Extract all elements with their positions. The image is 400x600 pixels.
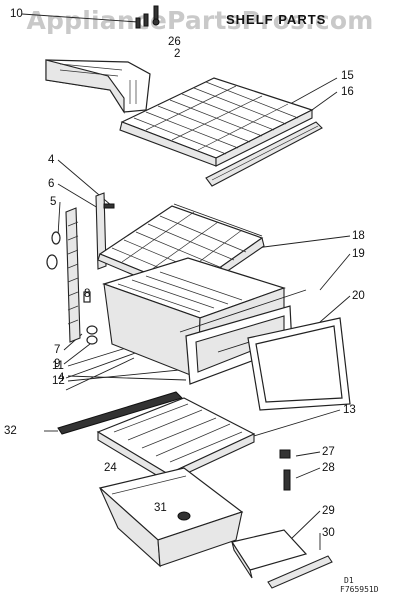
leader-lines bbox=[21, 13, 351, 550]
callout-19: 19 bbox=[352, 248, 365, 260]
callout-29: 29 bbox=[322, 505, 335, 517]
callout-24: 24 bbox=[104, 462, 117, 474]
gasket-strip bbox=[57, 391, 183, 435]
crisper-cover-panel bbox=[231, 529, 333, 589]
top-wire-shelf bbox=[119, 77, 314, 167]
callout-26: 26 bbox=[168, 36, 181, 48]
callout-18: 18 bbox=[352, 230, 365, 242]
callout-31: 31 bbox=[154, 502, 167, 514]
callout-27: 27 bbox=[322, 446, 335, 458]
callout-28: 28 bbox=[322, 462, 335, 474]
callout-10: 10 bbox=[10, 8, 23, 20]
callout-11: 11 bbox=[52, 360, 64, 372]
callout-16: 16 bbox=[341, 86, 354, 98]
callout-32: 32 bbox=[4, 425, 17, 437]
callout-15: 15 bbox=[341, 70, 354, 82]
trim-frame bbox=[247, 317, 351, 411]
lower-glass-shelf bbox=[96, 397, 256, 483]
callout-12: 12 bbox=[52, 375, 65, 387]
callout-4-bottom: 4 bbox=[58, 372, 65, 384]
bottom-storage-bin bbox=[98, 467, 244, 568]
callout-13: 13 bbox=[343, 404, 356, 416]
callout-8: 8 bbox=[84, 288, 91, 300]
diagram-title: SHELF PARTS bbox=[226, 12, 327, 27]
crisper-cover-part bbox=[45, 59, 151, 114]
callout-20: 20 bbox=[352, 290, 365, 302]
screw-hardware-top bbox=[135, 5, 160, 29]
callout-30: 30 bbox=[322, 527, 335, 539]
shelf-support-rail bbox=[65, 192, 115, 343]
callout-5: 5 bbox=[50, 196, 57, 208]
callout-2: 2 bbox=[174, 48, 181, 60]
diagram-code-line2: F765951D bbox=[340, 585, 379, 594]
callout-4-top: 4 bbox=[48, 154, 55, 166]
callout-9: 9 bbox=[54, 358, 61, 370]
small-clips bbox=[46, 231, 98, 345]
callout-7: 7 bbox=[54, 344, 61, 356]
fasteners-lower bbox=[177, 449, 291, 521]
callout-6: 6 bbox=[48, 178, 55, 190]
diagram-code-line1: D1 bbox=[344, 576, 354, 585]
watermark: AppliancePartsPros.com bbox=[26, 6, 374, 35]
shelf-trim-strip bbox=[205, 121, 323, 187]
